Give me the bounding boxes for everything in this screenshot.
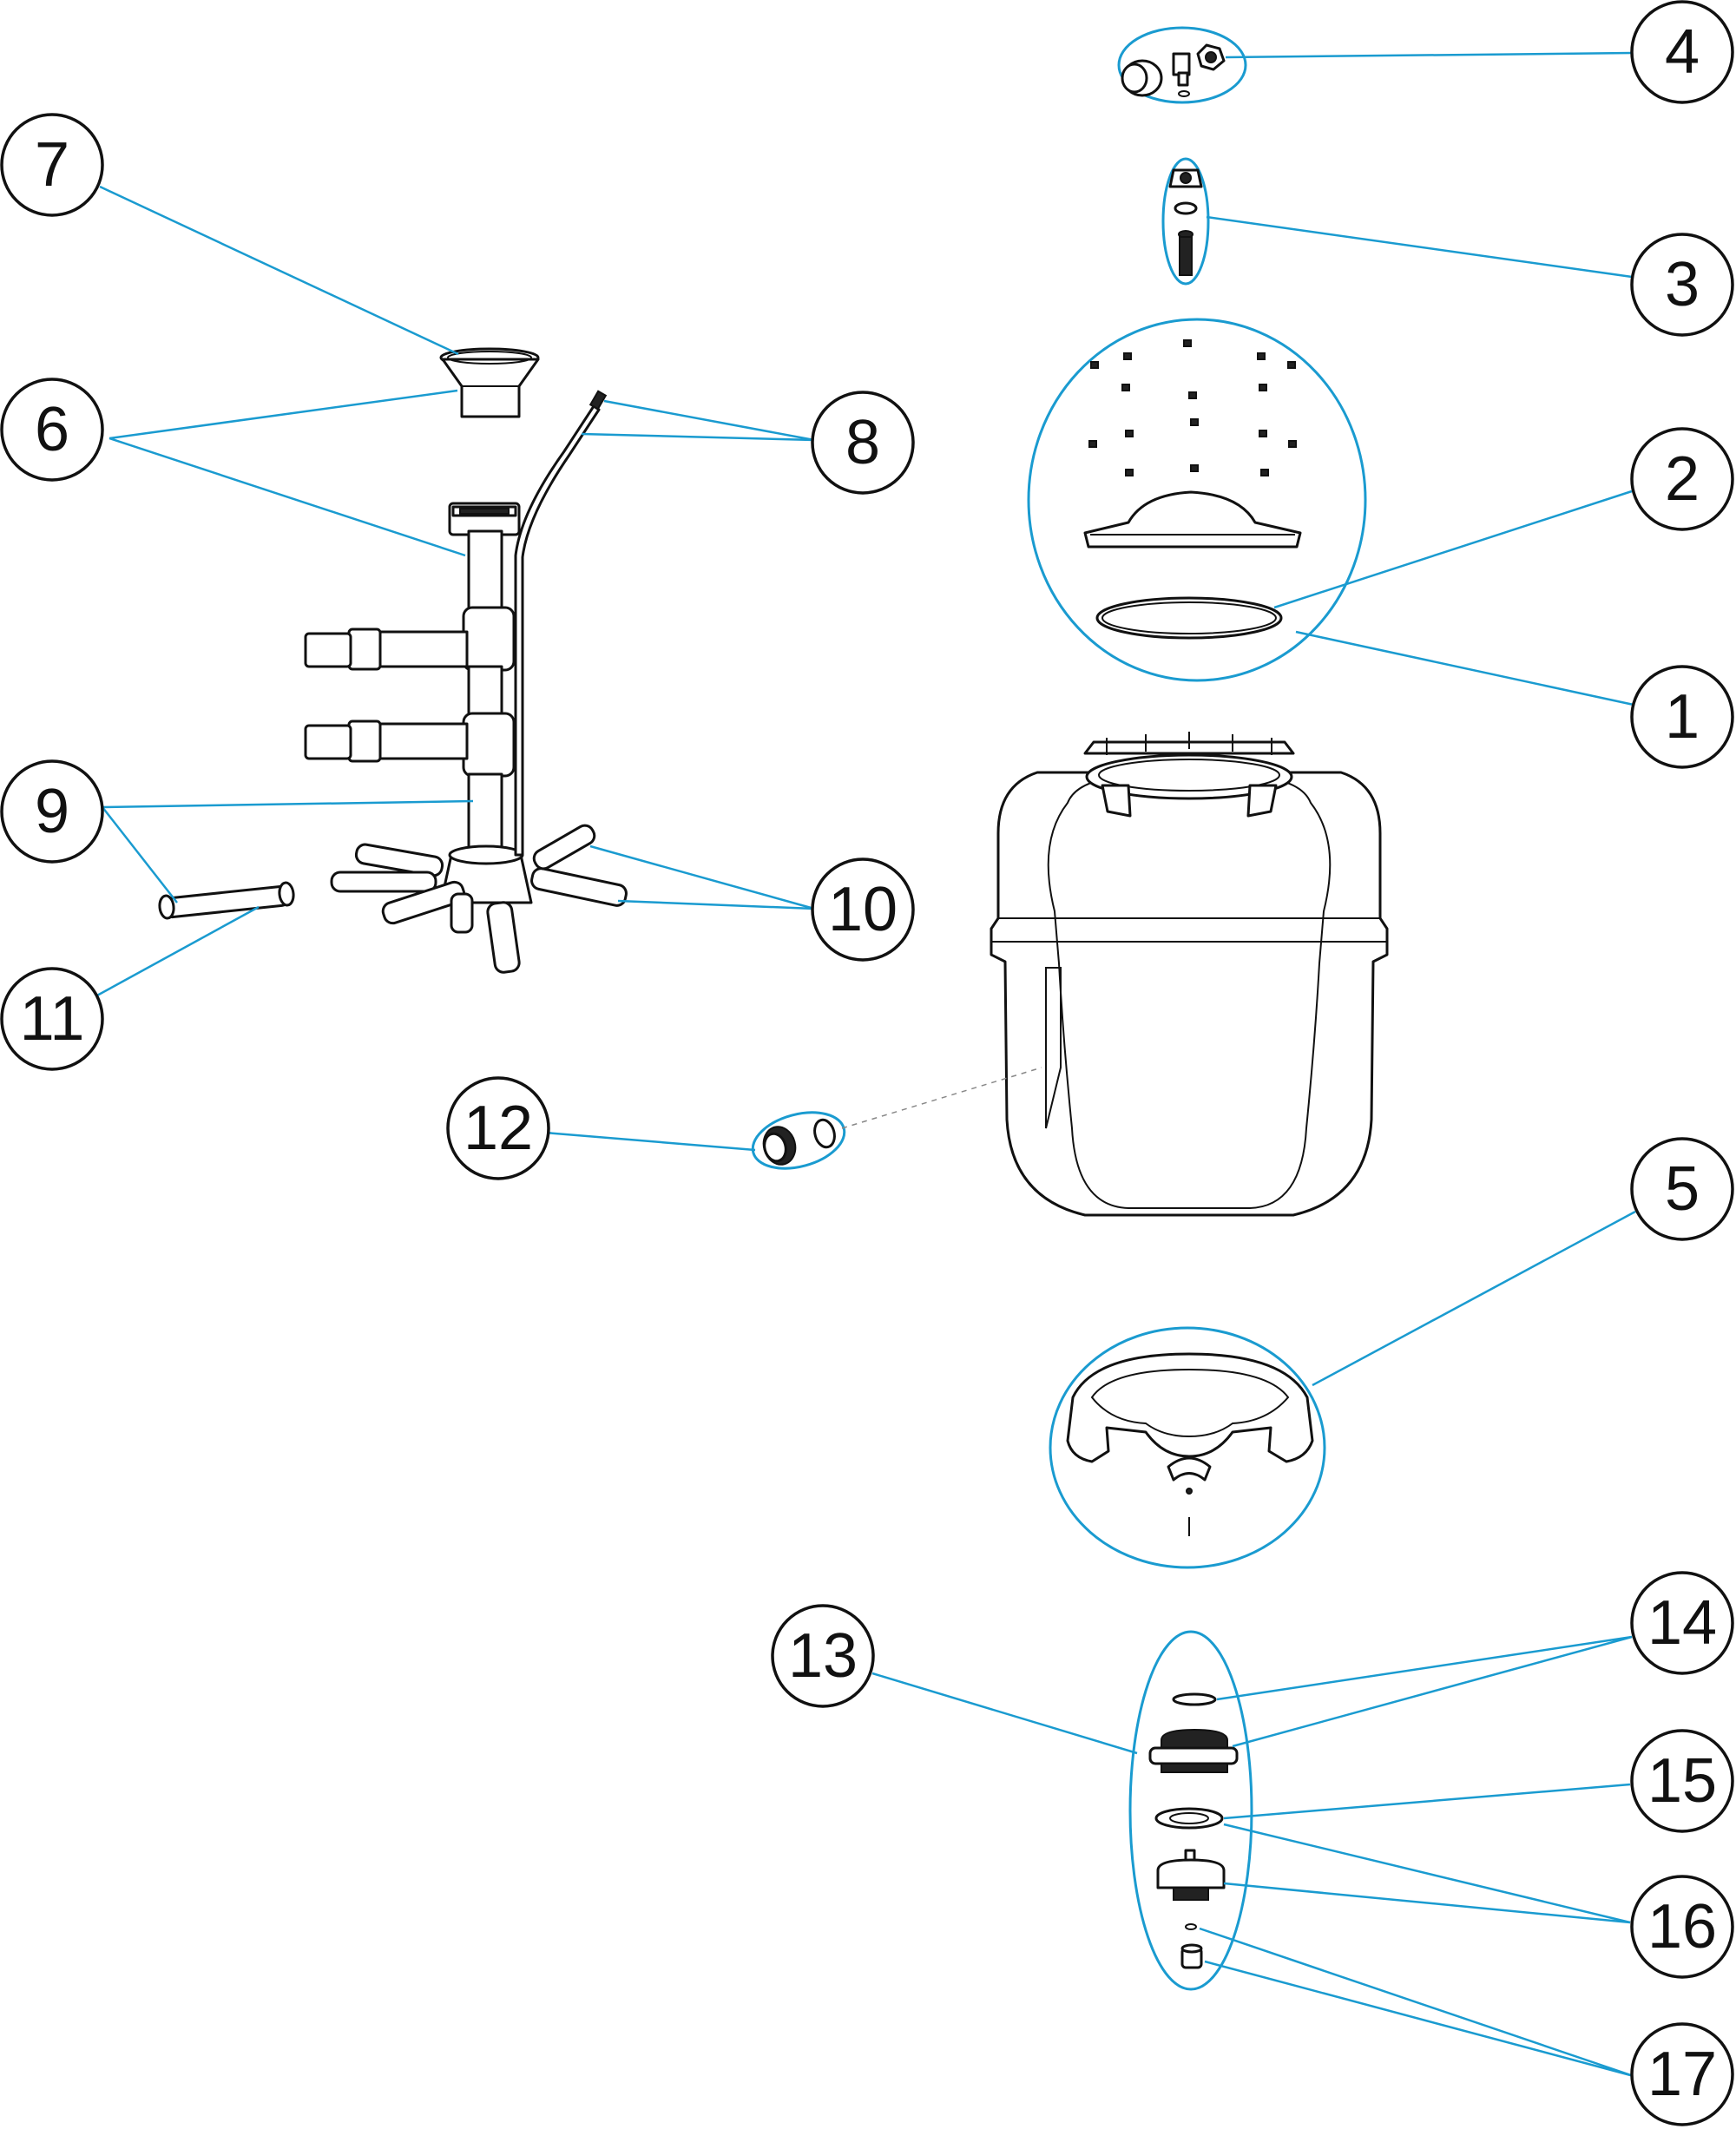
svg-text:5: 5 — [1665, 1154, 1700, 1224]
callout-6: 6 — [0, 378, 104, 482]
leader-9a — [102, 799, 474, 809]
leader-11 — [95, 905, 260, 998]
callout-5: 5 — [1630, 1137, 1734, 1241]
leader-15 — [1223, 1783, 1631, 1820]
callout-14: 14 — [1630, 1571, 1734, 1675]
part-10-laterals — [330, 824, 628, 974]
callout-2: 2 — [1630, 427, 1734, 531]
svg-text:6: 6 — [35, 395, 69, 464]
svg-text:3: 3 — [1665, 250, 1700, 319]
svg-text:9: 9 — [35, 777, 69, 846]
callout-9: 9 — [0, 759, 104, 864]
leader-6a — [108, 389, 458, 440]
leader-8a — [603, 399, 815, 442]
svg-text:1: 1 — [1665, 682, 1700, 752]
leader-2 — [1273, 490, 1633, 609]
leader-17a — [1199, 1927, 1634, 2078]
part-3-bolt-group — [1161, 157, 1210, 286]
svg-text:10: 10 — [828, 875, 898, 944]
tank-body — [990, 732, 1389, 1217]
svg-text:17: 17 — [1647, 2040, 1717, 2109]
part-13-drain-assembly-group — [1128, 1630, 1253, 1991]
callout-4: 4 — [1630, 0, 1734, 104]
callout-15: 15 — [1630, 1729, 1734, 1833]
svg-text:15: 15 — [1647, 1746, 1717, 1816]
leader-12 — [544, 1131, 756, 1152]
leader-5 — [1312, 1210, 1636, 1387]
part-11-lateral — [158, 881, 295, 920]
svg-text:16: 16 — [1647, 1892, 1717, 1961]
leader-6b — [108, 437, 466, 557]
part-8-vent-tube — [514, 390, 608, 857]
leader-4 — [1225, 51, 1633, 59]
callout-11: 11 — [0, 967, 104, 1071]
leader-14b — [1232, 1635, 1633, 1748]
leader-16a — [1223, 1823, 1631, 1924]
callout-12: 12 — [446, 1076, 550, 1180]
leader-9b — [102, 806, 178, 904]
leader-17b — [1204, 1960, 1634, 2078]
part-6-manifold-assembly — [304, 502, 533, 904]
callout-7: 7 — [0, 113, 104, 217]
callout-17: 17 — [1630, 2022, 1734, 2126]
part-1-lid-group — [1027, 318, 1367, 682]
callout-8: 8 — [811, 391, 915, 495]
svg-text:2: 2 — [1665, 444, 1700, 514]
svg-text:7: 7 — [35, 130, 69, 200]
leader-3 — [1206, 215, 1633, 279]
callout-3: 3 — [1630, 233, 1734, 337]
leader-7 — [99, 185, 459, 356]
part-4-fittings-group — [1117, 26, 1247, 104]
leader-lines — [95, 51, 1636, 2078]
svg-text:8: 8 — [845, 408, 880, 477]
svg-text:14: 14 — [1647, 1588, 1717, 1658]
leader-14a — [1216, 1635, 1633, 1701]
svg-text:13: 13 — [788, 1621, 858, 1691]
callout-16: 16 — [1630, 1875, 1734, 1979]
svg-text:4: 4 — [1665, 17, 1700, 87]
callout-10: 10 — [811, 858, 915, 962]
leader-13 — [871, 1672, 1138, 1755]
leader-16b — [1223, 1882, 1631, 1924]
lid-studs — [1088, 339, 1297, 476]
leader-10b — [617, 899, 815, 910]
part-7-funnel — [439, 347, 540, 418]
callout-1: 1 — [1630, 665, 1734, 769]
part-5-base-group — [1049, 1326, 1326, 1569]
svg-text:12: 12 — [464, 1094, 533, 1163]
leader-8b — [581, 432, 815, 442]
leader-1 — [1295, 630, 1634, 706]
part-12-drain-union-group — [751, 1067, 1042, 1170]
callout-13: 13 — [771, 1604, 875, 1708]
svg-text:11: 11 — [20, 984, 85, 1054]
leader-10a — [589, 844, 815, 910]
